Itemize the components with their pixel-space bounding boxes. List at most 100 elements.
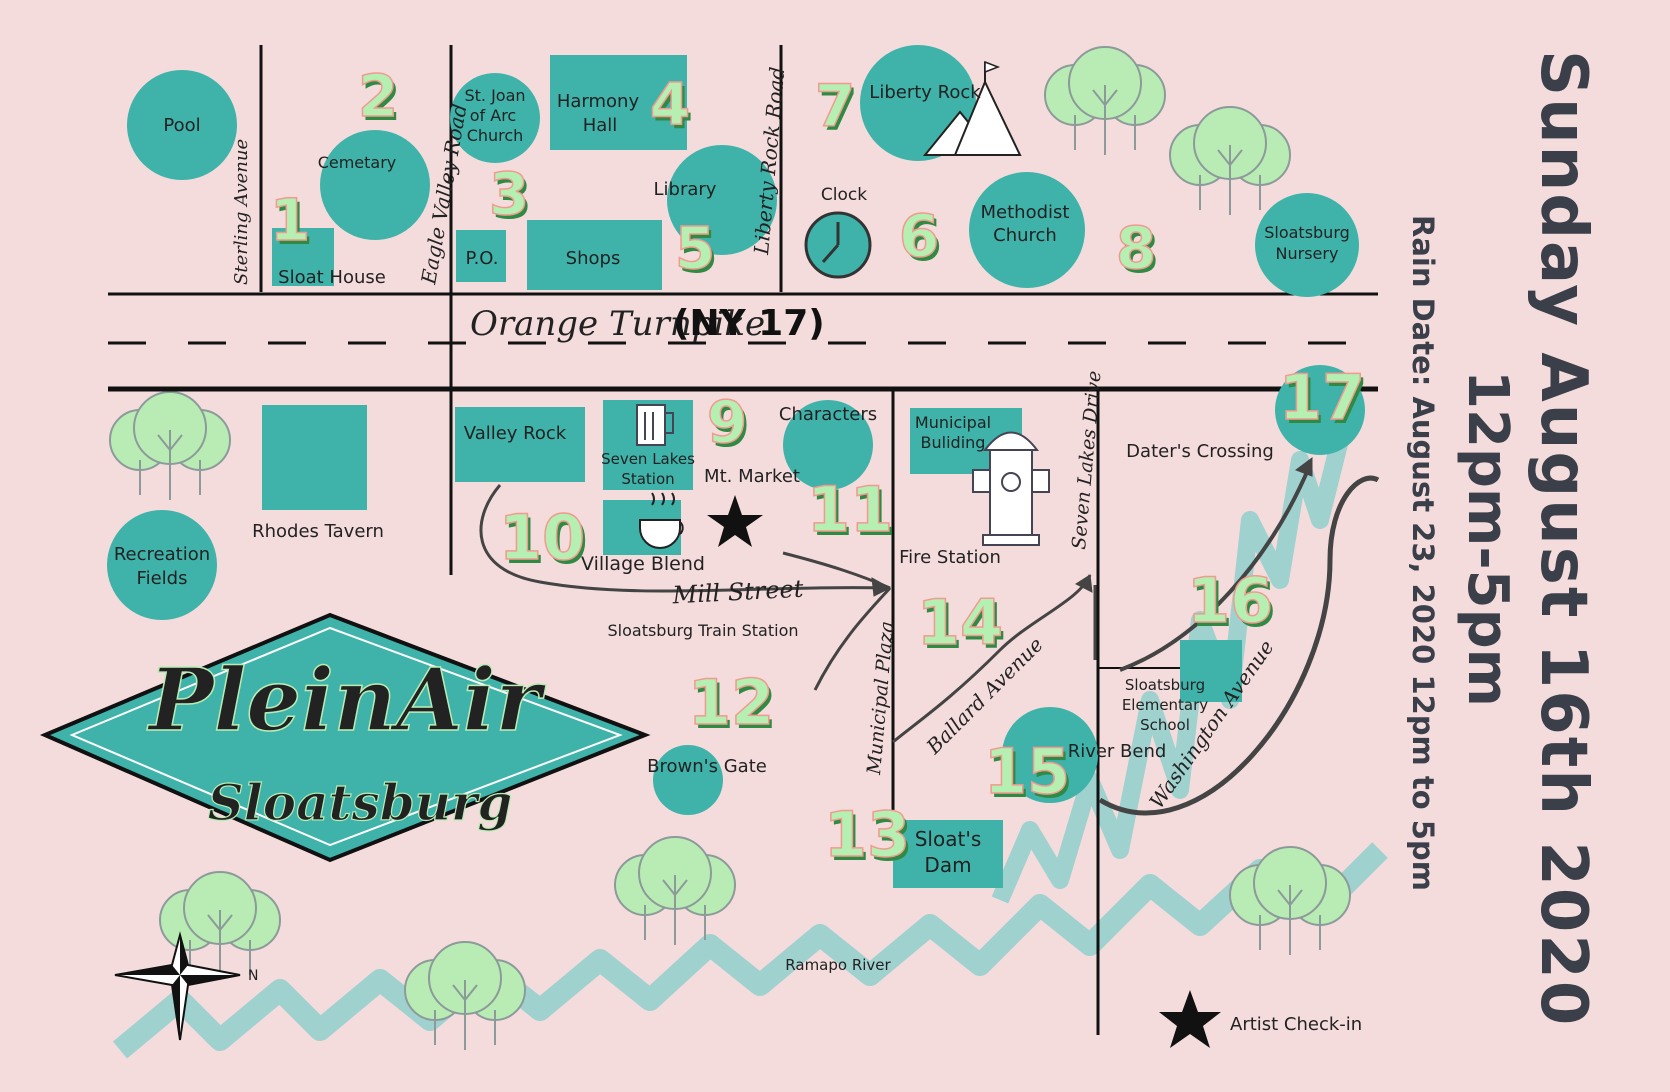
marker-16-number: 16: [1187, 564, 1273, 637]
svg-text:12: 12: [691, 670, 777, 743]
shops-label: Shops: [566, 248, 621, 269]
mt-market-label: Mt. Market: [704, 466, 800, 487]
nursery-marker[interactable]: [1255, 193, 1359, 297]
sloats-dam-label-1: Sloat's: [915, 827, 982, 851]
clock-icon: [804, 211, 872, 279]
svg-text:16: 16: [1190, 568, 1276, 641]
event-time: 12pm-5pm: [1455, 370, 1520, 708]
harmony-label-1: Harmony: [557, 91, 640, 112]
ramapo-river-label: Ramapo River: [785, 956, 891, 974]
marker-7[interactable]: 77: [814, 71, 858, 144]
star-icon: [1159, 990, 1221, 1048]
elementary-school-building[interactable]: [1180, 640, 1242, 702]
st-joan-label-2: of Arc: [470, 106, 516, 125]
sloats-dam-building[interactable]: [893, 820, 1003, 888]
library-marker[interactable]: [667, 145, 777, 255]
marker-4[interactable]: 44: [649, 69, 693, 142]
st-joan-marker[interactable]: [450, 73, 540, 163]
characters-marker[interactable]: [783, 400, 873, 490]
mill-street-label: Mill Street: [671, 575, 804, 610]
recreation-fields-marker[interactable]: [107, 510, 217, 620]
marker-1-number: 1: [270, 186, 310, 254]
po-label: P.O.: [466, 248, 499, 269]
star-icon: [707, 495, 763, 547]
marker-9[interactable]: 99: [706, 387, 750, 460]
coffee-cup-icon: [639, 492, 684, 549]
marker-3[interactable]: 33: [488, 159, 532, 232]
logo-line2: Sloatsburg: [208, 773, 513, 832]
characters-label: Characters: [779, 404, 877, 425]
train-station-label: Sloatsburg Train Station: [608, 621, 799, 640]
daters-crossing-marker[interactable]: [1275, 365, 1365, 455]
valley-rock-building[interactable]: [455, 407, 585, 482]
orange-turnpike-label: Orange Turnpike: [470, 304, 765, 344]
tree-icon: [404, 941, 526, 1051]
pleinair-logo: PleinAir Sloatsburg: [39, 612, 651, 863]
svg-text:13: 13: [827, 802, 913, 875]
marker-1[interactable]: 11: [269, 185, 313, 258]
daters-crossing-label: Dater's Crossing: [1126, 441, 1274, 462]
svg-text:17: 17: [1282, 365, 1368, 438]
marker-10-number: 10: [499, 501, 585, 574]
rhodes-tavern-label: Rhodes Tavern: [252, 521, 384, 542]
harmony-label-2: Hall: [583, 115, 618, 136]
valley-rock-label: Valley Rock: [464, 423, 567, 444]
recreation-label-1: Recreation: [114, 544, 210, 565]
tree-icon: [1169, 106, 1291, 216]
marker-6-number: 6: [899, 202, 939, 270]
marker-15-number: 15: [984, 735, 1070, 808]
seven-lakes-drive-label: Seven Lakes Drive: [1068, 370, 1106, 551]
seven-lakes-label-1: Seven Lakes: [601, 450, 695, 468]
logo-line1: PleinAir: [146, 650, 547, 751]
ny17-label: (NY 17): [673, 303, 825, 344]
svg-text:10: 10: [502, 505, 588, 578]
svg-text:11: 11: [810, 477, 896, 550]
pool-marker[interactable]: [127, 70, 237, 180]
sterling-avenue-label: Sterling Avenue: [231, 139, 252, 285]
marker-2[interactable]: 22: [357, 61, 401, 134]
svg-text:6: 6: [902, 206, 942, 274]
artist-checkin-label: Artist Check-in: [1230, 1014, 1362, 1035]
rain-date: Rain Date: August 23, 2020 12pm to 5pm: [1406, 215, 1440, 891]
svg-text:9: 9: [710, 392, 750, 460]
river-bend-marker[interactable]: [1002, 707, 1098, 803]
svg-text:15: 15: [987, 739, 1073, 812]
sloat-house-label: Sloat House: [278, 267, 386, 288]
cemetary-marker[interactable]: [320, 130, 430, 240]
svg-text:1: 1: [273, 190, 313, 258]
marker-8[interactable]: 88: [1115, 213, 1159, 286]
marker-14-number: 14: [917, 586, 1003, 659]
po-building[interactable]: [456, 230, 506, 282]
methodist-church-marker[interactable]: [969, 172, 1085, 288]
svg-text:14: 14: [920, 590, 1006, 663]
browns-gate-marker[interactable]: [653, 745, 723, 815]
fire-station-label: Fire Station: [899, 547, 1001, 568]
rhodes-tavern-building[interactable]: [262, 405, 367, 510]
mountain-icon: [922, 60, 1022, 156]
pool-label: Pool: [163, 115, 200, 136]
place-labels: Pool Cemetary Sloat House St. Joan of Ar…: [114, 82, 1350, 974]
tree-icon: [614, 836, 736, 946]
st-joan-label-1: St. Joan: [464, 86, 525, 105]
shops-building[interactable]: [527, 220, 662, 290]
marker-5[interactable]: 55: [674, 213, 718, 286]
roads: [108, 45, 1380, 1035]
marker-13-number: 13: [824, 798, 910, 871]
methodist-label-1: Methodist: [981, 202, 1070, 223]
event-date: Sunday August 16th 2020: [1526, 50, 1600, 1028]
sloat-house-building[interactable]: [272, 228, 334, 286]
marker-6[interactable]: 66: [898, 201, 942, 274]
harmony-hall-building[interactable]: [550, 55, 687, 150]
svg-text:5: 5: [678, 218, 718, 286]
cemetary-label: Cemetary: [318, 153, 397, 172]
north-label: N: [248, 968, 258, 984]
